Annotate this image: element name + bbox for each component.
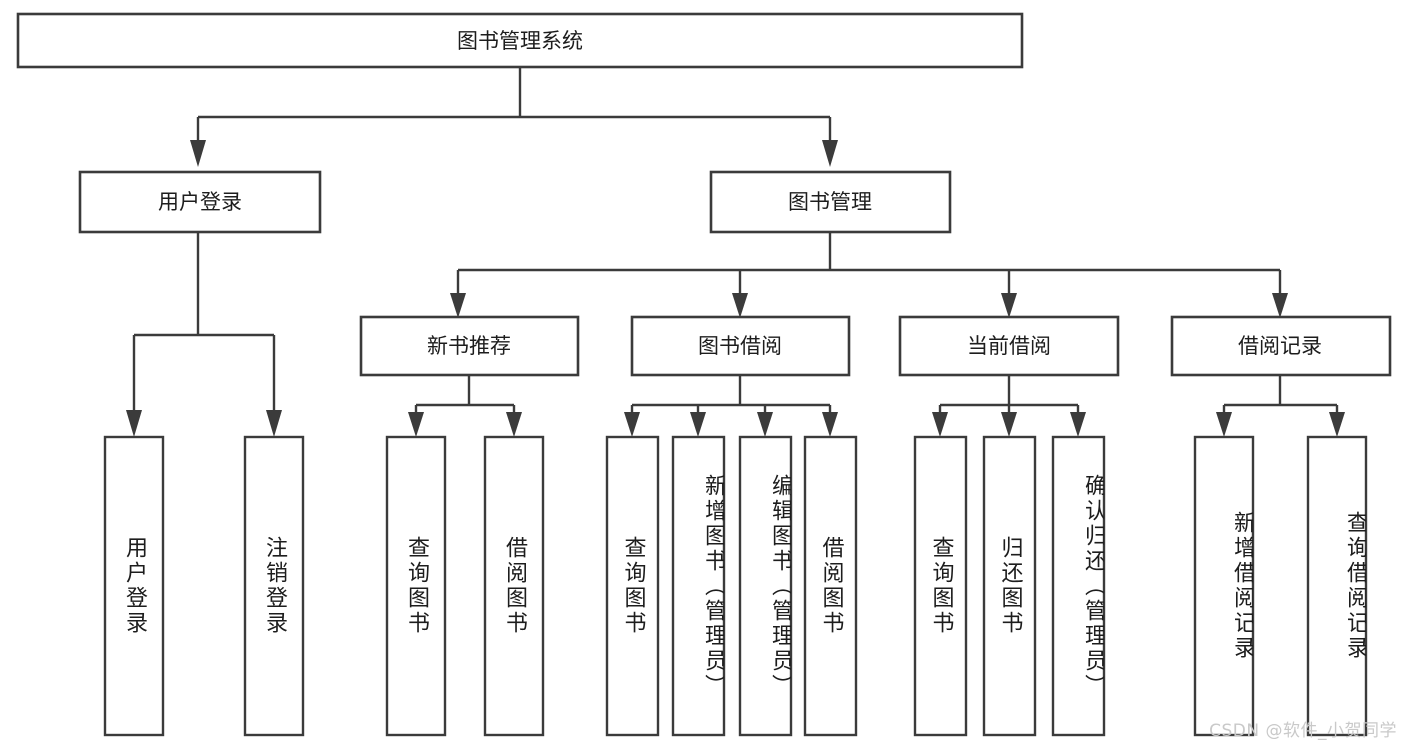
node-box[interactable] <box>78 170 322 234</box>
node-leaf-add-record[interactable] <box>1193 435 1255 737</box>
node-box[interactable] <box>913 435 968 737</box>
node-current-borrow[interactable]: 当前借阅 <box>898 315 1120 377</box>
node-box[interactable] <box>605 435 660 737</box>
connector-userlogin-to-leaves <box>126 232 282 437</box>
node-box[interactable] <box>103 435 165 737</box>
node-box[interactable] <box>1051 435 1106 737</box>
node-new-book-rec[interactable]: 新书推荐 <box>359 315 580 377</box>
node-box[interactable] <box>16 12 1024 69</box>
node-box[interactable] <box>738 435 793 737</box>
node-leaf-query-book-2[interactable] <box>605 435 660 737</box>
watermark: CSDN @软件_小贺同学 <box>1209 721 1397 741</box>
arrow-head-icon <box>1001 412 1017 437</box>
arrow-head-icon <box>822 140 838 167</box>
node-box[interactable] <box>898 315 1120 377</box>
node-label-current-borrow: 当前借阅 <box>967 334 1051 358</box>
node-label-borrow-record: 借阅记录 <box>1238 334 1322 358</box>
node-label-root: 图书管理系统 <box>457 29 583 53</box>
node-leaf-user-login[interactable] <box>103 435 165 737</box>
arrow-head-icon <box>932 412 948 437</box>
connector-currentborrow-to-leaves <box>932 375 1086 437</box>
node-borrow-record[interactable]: 借阅记录 <box>1170 315 1392 377</box>
node-box[interactable] <box>1170 315 1392 377</box>
node-box[interactable] <box>1306 435 1368 737</box>
node-leaf-user-logout[interactable] <box>243 435 305 737</box>
arrow-head-icon <box>1001 293 1017 318</box>
node-leaf-borrow-book-2[interactable] <box>803 435 858 737</box>
connector-newbookrec-to-leaves <box>408 375 522 437</box>
arrow-head-icon <box>190 140 206 167</box>
node-leaf-edit-book[interactable] <box>738 435 793 737</box>
arrow-head-icon <box>624 412 640 437</box>
node-box[interactable] <box>709 170 952 234</box>
node-leaf-confirm-return[interactable] <box>1051 435 1106 737</box>
node-root[interactable]: 图书管理系统 <box>16 12 1024 69</box>
node-leaf-borrow-book-1[interactable] <box>483 435 545 737</box>
connector-root-to-level2 <box>190 67 838 167</box>
node-leaf-add-book[interactable] <box>671 435 726 737</box>
node-leaf-query-record[interactable] <box>1306 435 1368 737</box>
arrow-head-icon <box>1272 293 1288 318</box>
node-box[interactable] <box>385 435 447 737</box>
connector-bookmanage-to-level3 <box>450 232 1288 318</box>
node-box[interactable] <box>1193 435 1255 737</box>
connector-borrowrecord-to-leaves <box>1216 375 1345 437</box>
node-box[interactable] <box>243 435 305 737</box>
arrow-head-icon <box>408 412 424 437</box>
node-box[interactable] <box>359 315 580 377</box>
connector-bookborrow-to-leaves <box>624 375 838 437</box>
node-label-book-manage: 图书管理 <box>788 190 872 214</box>
arrow-head-icon <box>732 293 748 318</box>
arrow-head-icon <box>450 293 466 318</box>
node-leaf-query-book-1[interactable] <box>385 435 447 737</box>
node-book-manage[interactable]: 图书管理 <box>709 170 952 234</box>
arrow-head-icon <box>1216 412 1232 437</box>
node-box[interactable] <box>671 435 726 737</box>
arrow-head-icon <box>757 412 773 437</box>
node-box[interactable] <box>630 315 851 377</box>
arrow-head-icon <box>266 410 282 437</box>
node-label-new-book-rec: 新书推荐 <box>427 334 511 358</box>
arrow-head-icon <box>506 412 522 437</box>
arrow-head-icon <box>1070 412 1086 437</box>
node-box[interactable] <box>803 435 858 737</box>
node-box[interactable] <box>982 435 1037 737</box>
arrow-head-icon <box>690 412 706 437</box>
node-label-user-login: 用户登录 <box>158 190 242 214</box>
node-leaf-query-book-3[interactable] <box>913 435 968 737</box>
node-leaf-return-book[interactable] <box>982 435 1037 737</box>
arrow-head-icon <box>822 412 838 437</box>
arrow-head-icon <box>126 410 142 437</box>
node-book-borrow[interactable]: 图书借阅 <box>630 315 851 377</box>
node-box[interactable] <box>483 435 545 737</box>
arrow-head-icon <box>1329 412 1345 437</box>
node-user-login[interactable]: 用户登录 <box>78 170 322 234</box>
node-label-book-borrow: 图书借阅 <box>698 334 782 358</box>
